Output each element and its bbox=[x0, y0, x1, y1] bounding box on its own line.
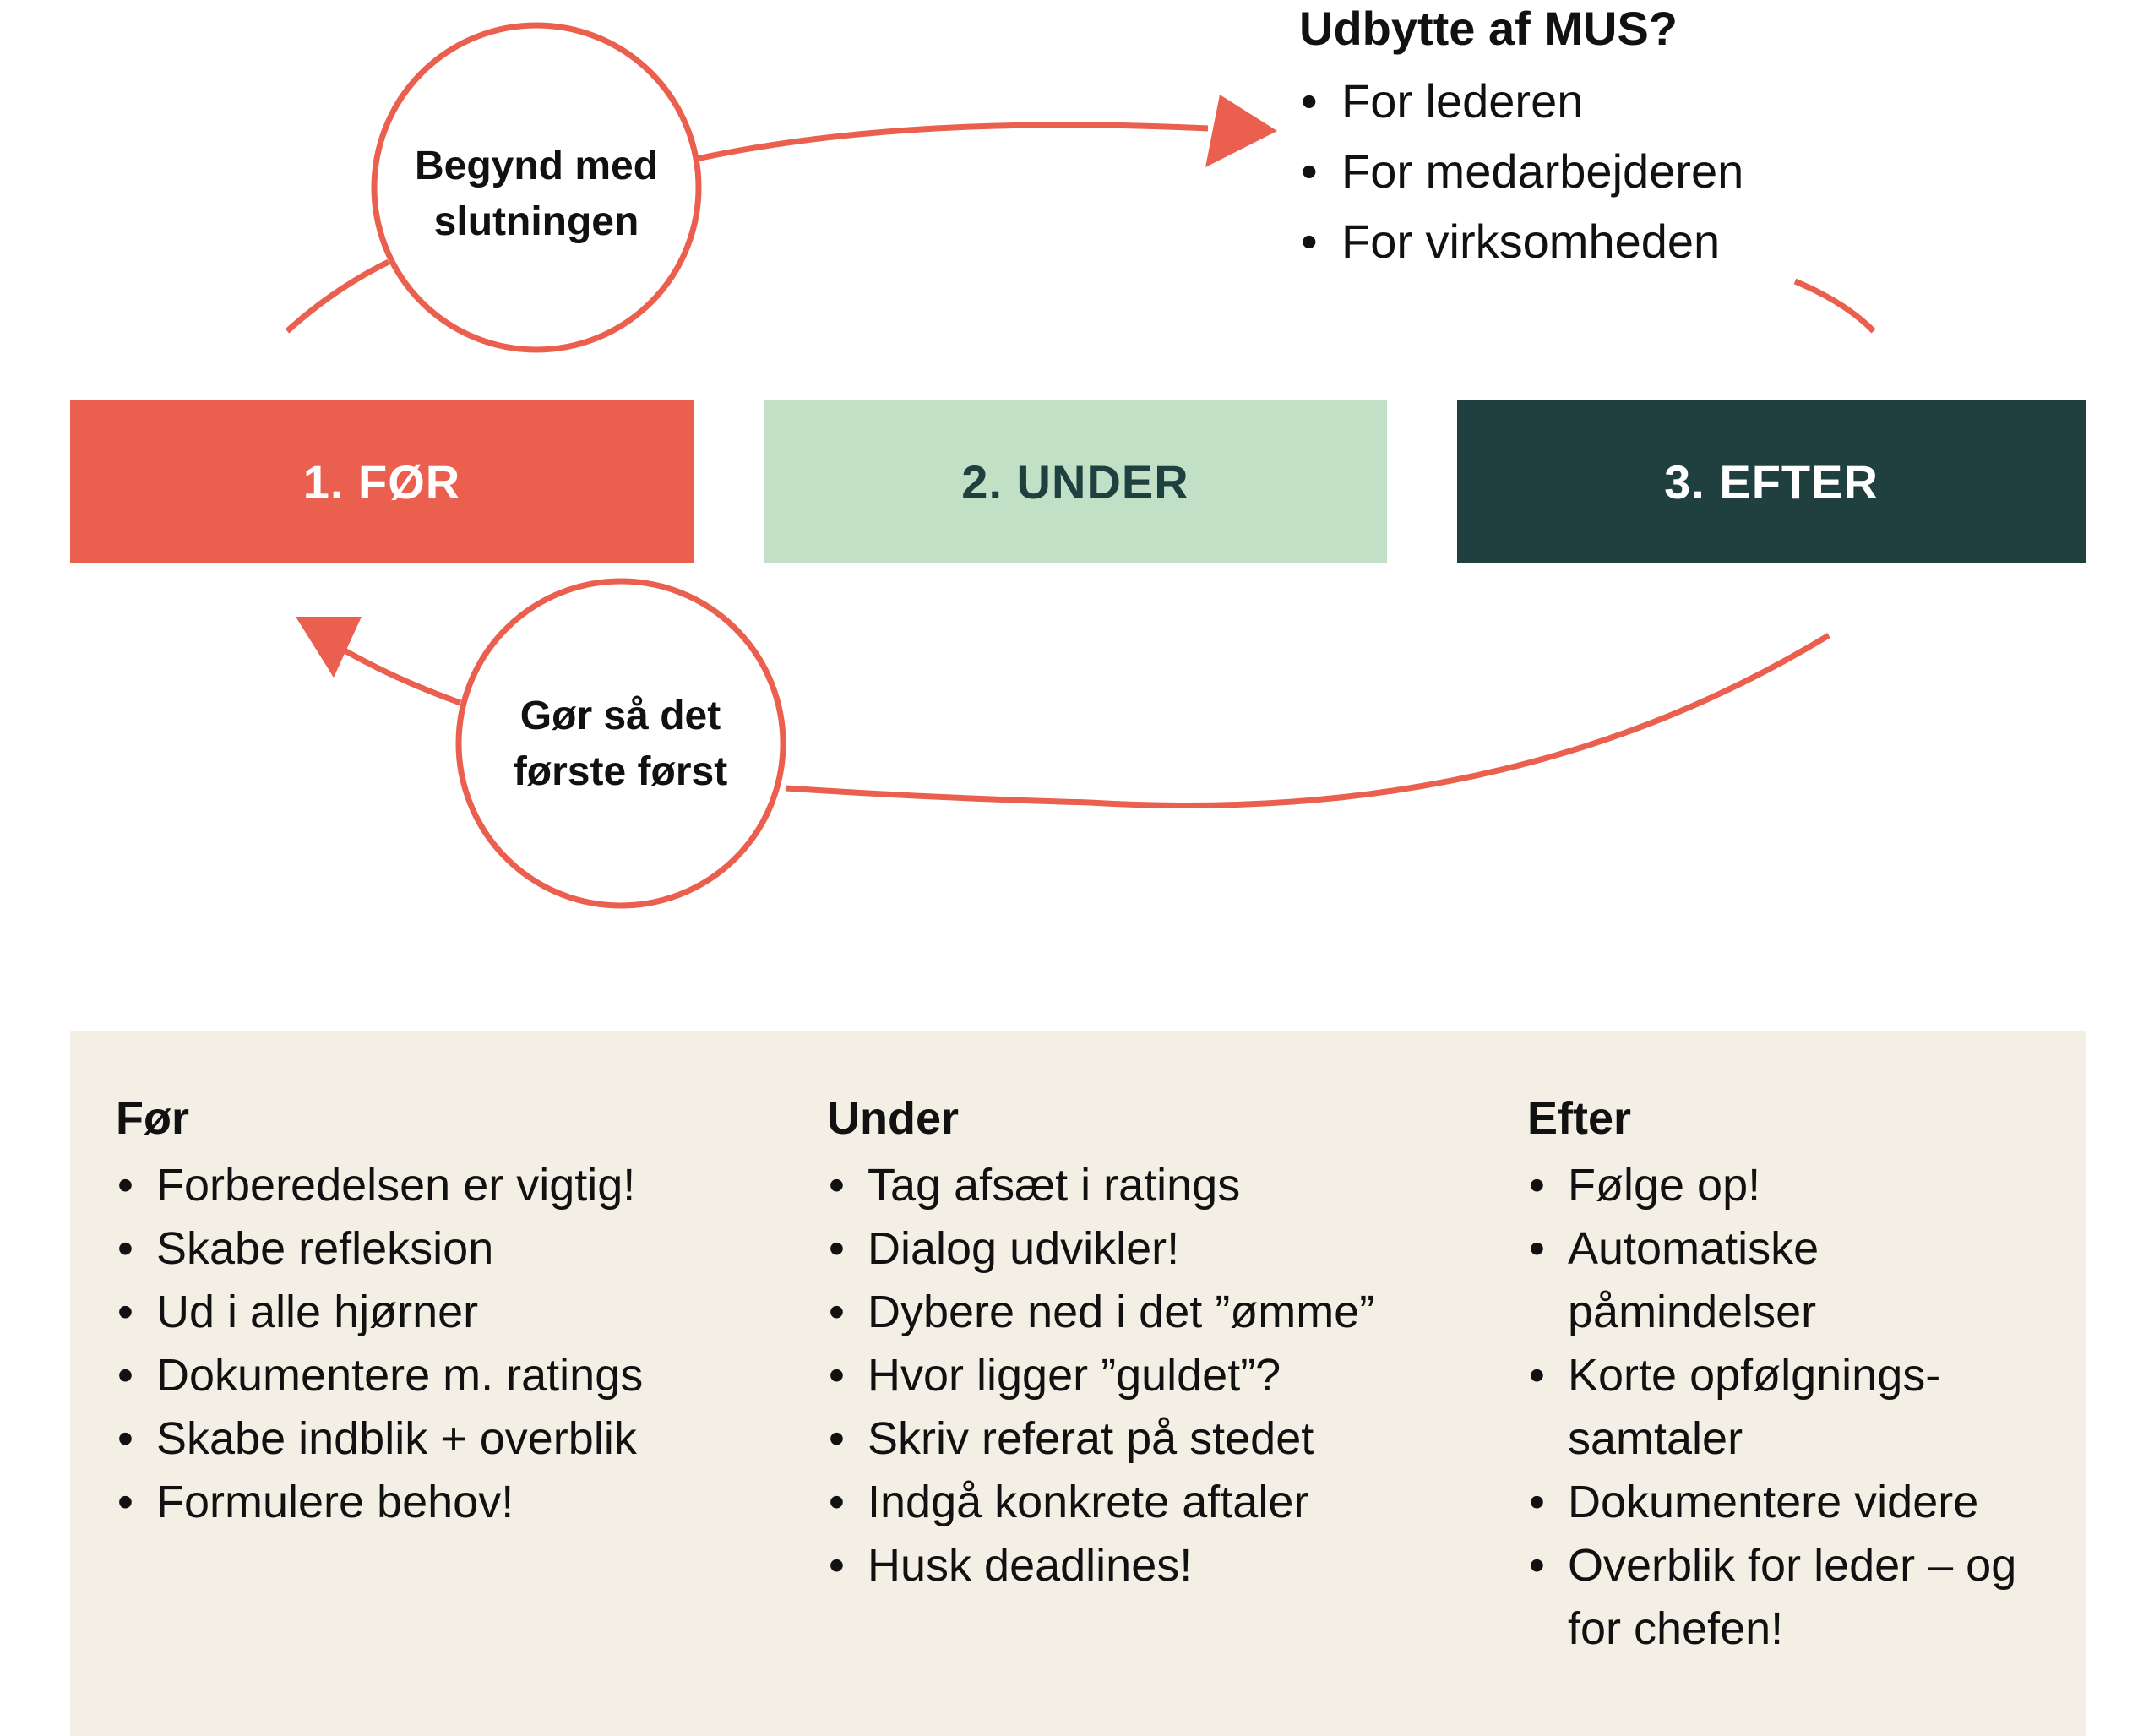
stage-before-label: 1. FØR bbox=[302, 454, 461, 509]
bottom-arc-right bbox=[785, 633, 1830, 808]
list-item: Indgå konkrete aftaler bbox=[827, 1471, 1520, 1534]
list-item: Dybere ned i det ”ømme” bbox=[827, 1281, 1520, 1344]
list-item: Hvor ligger ”guldet”? bbox=[827, 1344, 1520, 1407]
column-during-list: Tag afsæt i ratings Dialog udvikler! Dyb… bbox=[827, 1154, 1520, 1597]
top-arc-right bbox=[696, 122, 1209, 162]
list-item: Dokumentere videre bbox=[1527, 1471, 2068, 1534]
top-arc-end bbox=[1793, 278, 1876, 334]
list-item: Formulere behov! bbox=[116, 1471, 791, 1534]
summary-panel: Før Forberedelsen er vigtig! Skabe refle… bbox=[70, 1031, 2086, 1736]
benefits-item: For medarbejderen bbox=[1299, 136, 1941, 206]
list-item: Skriv referat på stedet bbox=[827, 1407, 1520, 1471]
bottom-arc-left bbox=[343, 647, 462, 706]
benefits-item: For lederen bbox=[1299, 66, 1941, 136]
column-during-title: Under bbox=[827, 1093, 960, 1144]
bottom-circle-label: Gør så det første først bbox=[458, 581, 783, 906]
list-item: Ud i alle hjørner bbox=[116, 1281, 791, 1344]
column-before-list: Forberedelsen er vigtig! Skabe refleksio… bbox=[116, 1154, 791, 1534]
column-before: Før Forberedelsen er vigtig! Skabe refle… bbox=[116, 1091, 791, 1534]
benefits-block: Udbytte af MUS? For lederen For medarbej… bbox=[1299, 0, 1941, 276]
list-item: Forberedelsen er vigtig! bbox=[116, 1154, 791, 1217]
column-during: Under Tag afsæt i ratings Dialog udvikle… bbox=[827, 1091, 1520, 1597]
top-arrowhead bbox=[1205, 95, 1277, 167]
stage-during-label: 2. UNDER bbox=[961, 454, 1189, 509]
list-item: Følge op! bbox=[1527, 1154, 2068, 1217]
column-after: Efter Følge op! Automatiske påmindelser … bbox=[1527, 1091, 2068, 1661]
list-item: Husk deadlines! bbox=[827, 1534, 1520, 1597]
list-item: Automatiske påmindelser bbox=[1527, 1217, 2068, 1344]
top-circle-line-1: Begynd med bbox=[414, 144, 659, 188]
column-after-title: Efter bbox=[1527, 1093, 1632, 1144]
top-circle-label: Begynd med slutningen bbox=[372, 34, 701, 355]
benefits-item: For virksomheden bbox=[1299, 206, 1941, 276]
list-item: Skabe indblik + overblik bbox=[116, 1407, 791, 1471]
top-arc-left bbox=[285, 258, 390, 334]
top-circle bbox=[371, 22, 702, 353]
list-item: Overblik for leder – og for chefen! bbox=[1527, 1534, 2068, 1661]
column-before-title: Før bbox=[116, 1093, 189, 1144]
bottom-arrowhead bbox=[296, 617, 362, 678]
list-item: Skabe refleksion bbox=[116, 1217, 791, 1281]
stage-after-label: 3. EFTER bbox=[1664, 454, 1879, 509]
stage-before-box: 1. FØR bbox=[70, 400, 694, 563]
top-circle-line-2: slutningen bbox=[433, 199, 639, 244]
bottom-circle-line-1: Gør så det bbox=[519, 693, 721, 738]
list-item: Dialog udvikler! bbox=[827, 1217, 1520, 1281]
benefits-list: For lederen For medarbejderen For virkso… bbox=[1299, 66, 1941, 276]
benefits-title: Udbytte af MUS? bbox=[1299, 2, 1678, 55]
list-item: Dokumentere m. ratings bbox=[116, 1344, 791, 1407]
list-item: Tag afsæt i ratings bbox=[827, 1154, 1520, 1217]
column-after-list: Følge op! Automatiske påmindelser Korte … bbox=[1527, 1154, 2068, 1661]
stage-after-box: 3. EFTER bbox=[1457, 400, 2086, 563]
bottom-circle bbox=[455, 578, 786, 909]
list-item: Korte opfølgnings-samtaler bbox=[1527, 1344, 2068, 1471]
stage-during-box: 2. UNDER bbox=[764, 400, 1387, 563]
bottom-circle-line-2: første først bbox=[513, 748, 728, 794]
